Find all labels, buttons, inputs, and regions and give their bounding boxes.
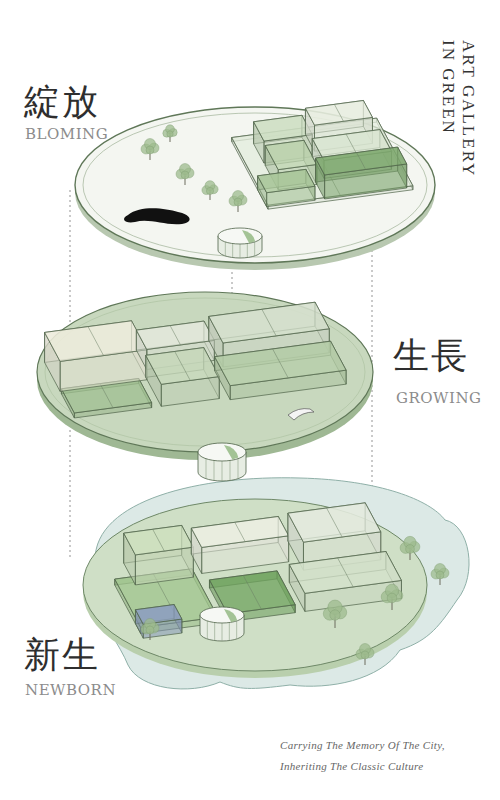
pavilion-mullion [254, 241, 255, 256]
roof-face [305, 100, 372, 125]
roof-rim [83, 113, 427, 257]
partition-line [357, 153, 366, 170]
entrance-pavilion [200, 607, 244, 641]
partition-line [334, 104, 343, 121]
tree-crown [330, 610, 340, 620]
building-volume [258, 169, 315, 206]
growing-layer [37, 292, 373, 481]
layer-name-en: NEWBORN [25, 682, 116, 699]
roof-face [135, 605, 181, 625]
tree [141, 139, 159, 161]
floor-plate [37, 292, 373, 452]
tree [163, 125, 177, 142]
tree [141, 619, 159, 641]
partition-line [170, 326, 180, 345]
entrance-pavilion [198, 443, 246, 481]
tree [323, 600, 346, 628]
tree-crown [234, 198, 242, 206]
partition-line [88, 327, 104, 356]
roof-face [265, 140, 317, 169]
pavilion-mullion [225, 241, 226, 256]
roof-face [288, 503, 381, 542]
roof-face [316, 147, 407, 175]
building-volume [146, 348, 219, 407]
roof-face [124, 525, 194, 554]
building-volume [135, 605, 181, 639]
building-volume [215, 341, 346, 400]
tree-crown [387, 593, 397, 603]
floor-plate [83, 499, 427, 671]
skylight-void [124, 208, 190, 224]
pavilion-mullion [207, 620, 208, 639]
roof-face [258, 169, 315, 192]
partition-line [153, 529, 165, 551]
building-volume [289, 551, 401, 611]
partition-line [175, 351, 191, 380]
partition-line [100, 384, 113, 408]
roof-face [289, 551, 401, 593]
roof-face [215, 341, 346, 386]
pavilion-glass [242, 230, 255, 243]
tree [400, 536, 420, 560]
roof-face [146, 348, 219, 385]
floor-rim [45, 298, 365, 446]
partition-line [262, 309, 276, 336]
layer-name-cn: 生長 [393, 336, 469, 376]
entrance-pavilion [218, 228, 262, 258]
vertical-title: ART GALLERY IN GREEN [439, 40, 478, 180]
roof-ring [75, 107, 435, 263]
tree-crown [181, 171, 189, 179]
tree [176, 164, 194, 186]
partition-line [338, 558, 354, 587]
tree [356, 644, 374, 666]
tree [202, 181, 218, 200]
layer-name-en: GROWING [396, 390, 482, 407]
tree [431, 564, 449, 586]
partition-line [235, 522, 245, 541]
layer-name-cn: 綻放 [24, 82, 100, 122]
building-volume [191, 516, 288, 573]
building-volume [316, 147, 407, 199]
pavilion-roof [218, 228, 262, 244]
building-volume [124, 525, 194, 584]
pavilion-roof [198, 443, 246, 461]
pavilion-glass [224, 609, 237, 622]
tree-crown [167, 131, 173, 137]
tree-crown [436, 571, 444, 579]
blooming-layer [75, 100, 435, 270]
roof-face [45, 321, 147, 362]
pavilion-glass [224, 445, 238, 460]
pavilion-mullion [236, 620, 237, 639]
tree-crown [361, 651, 369, 659]
pavilion-mullion [238, 457, 239, 478]
partition-line [273, 349, 289, 378]
tree [229, 191, 247, 213]
roof-face [254, 115, 313, 141]
pavilion-roof [200, 607, 244, 623]
stair [288, 409, 314, 420]
tree-crown [206, 187, 213, 194]
partition-line [243, 575, 261, 609]
layer-name-en: BLOMING [25, 126, 108, 143]
building-volume [45, 321, 147, 392]
tree-crown [406, 545, 415, 554]
roof-face [191, 516, 288, 547]
layer-name-cn: 新生 [24, 635, 100, 675]
partition-line [327, 508, 343, 537]
roof-face [209, 302, 329, 343]
caption-text: Carrying The Memory Of The City, Inherit… [280, 735, 472, 777]
pavilion-mullion [206, 457, 207, 478]
tree [381, 584, 403, 610]
newborn-layer [83, 478, 469, 689]
tree-crown [146, 626, 154, 634]
roof-face [136, 321, 214, 349]
tree-crown [146, 146, 154, 154]
